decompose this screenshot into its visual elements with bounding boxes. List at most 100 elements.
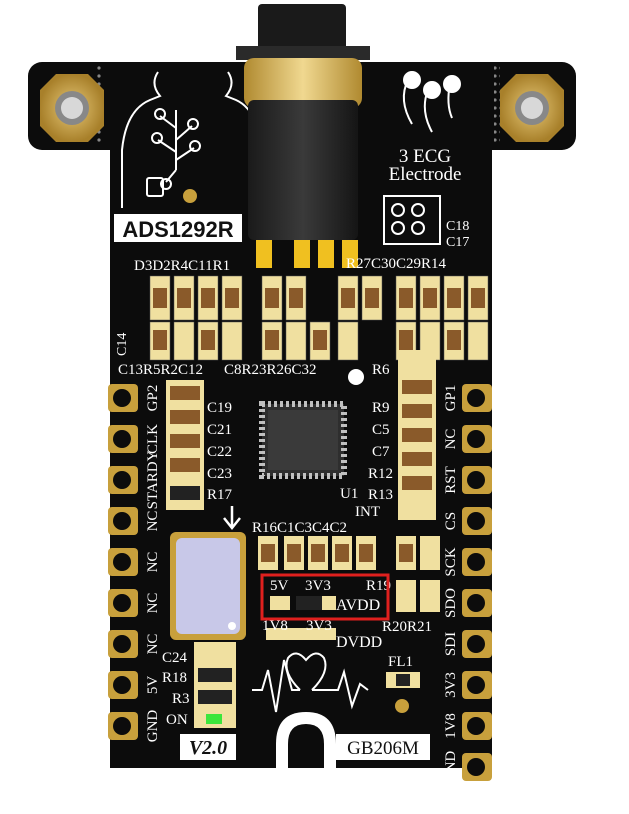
avdd-label: AVDD	[336, 597, 380, 614]
right-pin-1[interactable]	[462, 425, 492, 453]
label-mid-left-row: C13R5R2C12	[118, 362, 203, 378]
ecg-electrodes-icon	[402, 71, 461, 133]
label-top-right-row: R27C30C29R14	[346, 256, 447, 272]
label-c24: C24	[162, 650, 188, 666]
left-pin-3[interactable]	[108, 507, 138, 535]
left-pin-label-0: GP2	[145, 385, 161, 412]
left-pin-0[interactable]	[108, 384, 138, 412]
power-led	[206, 714, 222, 724]
right-pin-label-8: 1V8	[443, 713, 459, 739]
label-r9: R9	[372, 400, 390, 416]
left-pin-label-4: NC	[145, 552, 161, 573]
model-badge	[336, 734, 430, 760]
mounting-pad-left	[40, 74, 104, 142]
right-pin-label-3: CS	[443, 512, 459, 530]
right-pin-9[interactable]	[462, 753, 492, 781]
arrow-down-icon	[223, 506, 241, 531]
label-r12: R12	[368, 466, 393, 482]
avdd-jumper-selector[interactable]	[260, 573, 390, 621]
main-ic-u1	[259, 401, 347, 479]
smd-pad-pattern	[383, 195, 441, 245]
label-r13: R13	[368, 487, 393, 503]
label-c18: C18	[446, 219, 469, 234]
lower-cap-array	[258, 536, 440, 612]
left-pin-8[interactable]	[108, 712, 138, 740]
right-pin-label-7: 3V3	[443, 672, 459, 698]
left-pin-label-8: GND	[145, 710, 161, 743]
label-c22: C22	[207, 444, 232, 460]
left-pin-label-2: STARDY	[145, 450, 161, 509]
label-c7: C7	[372, 444, 390, 460]
left-pin-label-5: NC	[145, 593, 161, 614]
label-c17: C17	[446, 235, 469, 250]
label-r20r21: R20R21	[382, 619, 432, 635]
label-c5: C5	[372, 422, 390, 438]
right-pin-3[interactable]	[462, 507, 492, 535]
crystal-oscillator	[170, 532, 246, 640]
left-pin-1[interactable]	[108, 425, 138, 453]
left-pin-4[interactable]	[108, 548, 138, 576]
label-r3: R3	[172, 691, 190, 707]
label-r18: R18	[162, 670, 187, 686]
label-r17: R17	[207, 487, 233, 503]
bottom-mounting-slot	[276, 712, 336, 768]
electrode-jack-connector	[236, 4, 370, 268]
heart-ecg-logo-icon	[252, 652, 369, 713]
electrode-title-line2: Electrode	[389, 164, 462, 185]
right-pin-label-4: SCK	[443, 547, 459, 576]
dvdd-left-option: 1V8	[262, 618, 288, 634]
left-pin-label-7: 5V	[145, 676, 161, 695]
avdd-left-option: 5V	[270, 578, 289, 594]
electrode-title-line1: 3 ECG	[399, 146, 452, 167]
right-pin-4[interactable]	[462, 548, 492, 576]
left-pin-2[interactable]	[108, 466, 138, 494]
label-r6: R6	[372, 362, 390, 378]
model-label: GB206M	[347, 738, 419, 759]
left-pin-label-3: NC	[145, 511, 161, 532]
right-pin-label-5: SDO	[443, 588, 459, 618]
left-pin-6[interactable]	[108, 630, 138, 658]
right-pin-label-9: GND	[443, 751, 459, 784]
right-pin-0[interactable]	[462, 384, 492, 412]
right-pin-label-1: NC	[443, 429, 459, 450]
label-int: INT	[355, 504, 380, 520]
mounting-pad-right	[500, 74, 564, 142]
right-pin-2[interactable]	[462, 466, 492, 494]
right-pin-8[interactable]	[462, 712, 492, 740]
left-pin-7[interactable]	[108, 671, 138, 699]
right-pin-6[interactable]	[462, 630, 492, 658]
chip-name-label: ADS1292R	[122, 217, 233, 242]
version-label: V2.0	[189, 737, 227, 759]
label-u1: U1	[340, 486, 358, 502]
right-pin-5[interactable]	[462, 589, 492, 617]
label-top-left-row: D3D2R4C11R1	[134, 258, 230, 274]
right-pin-label-6: SDI	[443, 632, 459, 656]
dvdd-right-option: 3V3	[306, 618, 332, 634]
left-pin-label-1: CLK	[145, 424, 161, 454]
label-fl1: FL1	[388, 654, 413, 670]
left-column-components	[166, 380, 204, 510]
version-badge	[180, 734, 236, 760]
power-led-label: ON	[166, 712, 188, 728]
right-pin-label-2: RST	[443, 466, 459, 494]
dvdd-label: DVDD	[336, 634, 382, 651]
label-c21: C21	[207, 422, 232, 438]
label-c14: C14	[115, 333, 130, 356]
right-pin-7[interactable]	[462, 671, 492, 699]
resistor-cap-array-top	[149, 275, 489, 361]
label-c19: C19	[207, 400, 232, 416]
avdd-right-option: 3V3	[305, 578, 331, 594]
right-pin-label-0: GP1	[443, 385, 459, 412]
left-pin-label-6: NC	[145, 634, 161, 655]
label-mid-right-row: C8R23R26C32	[224, 362, 317, 378]
label-r19: R19	[366, 578, 391, 594]
pin1-marker	[348, 369, 364, 385]
right-column-components	[398, 350, 436, 520]
label-c23: C23	[207, 466, 232, 482]
left-pin-5[interactable]	[108, 589, 138, 617]
dvdd-jumper-selector[interactable]	[266, 628, 336, 640]
label-lower-row: R16C1C3C4C2	[252, 520, 347, 536]
